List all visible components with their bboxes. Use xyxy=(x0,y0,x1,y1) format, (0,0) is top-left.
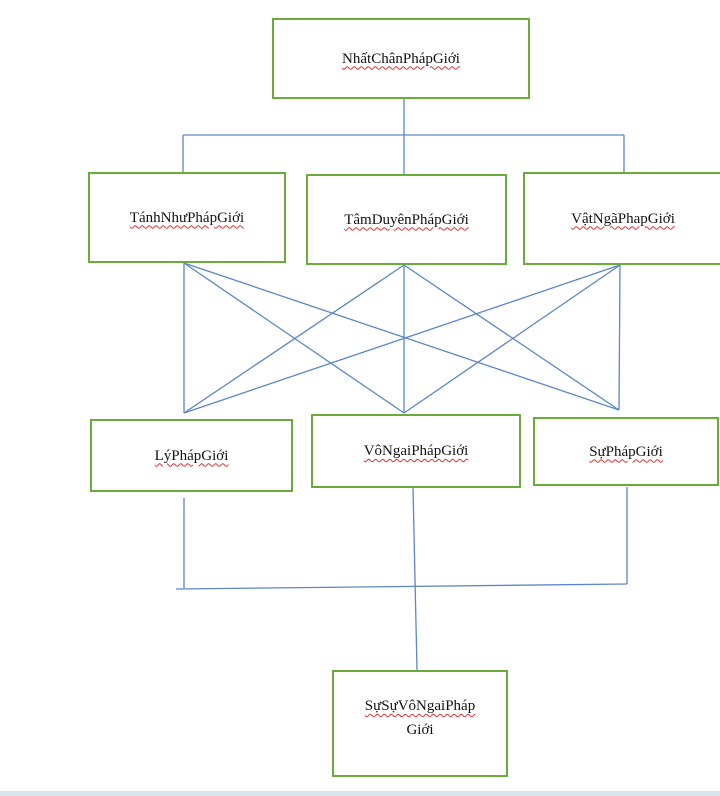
node-nhat-chan-phap-gioi: NhấtChânPhápGiới xyxy=(272,18,530,99)
node-label: TâmDuyênPhápGiới xyxy=(344,211,469,228)
node-label: SựPhápGiới xyxy=(589,443,663,460)
node-tam-duyen-phap-gioi: TâmDuyênPhápGiới xyxy=(306,174,507,265)
node-label: LýPhápGiới xyxy=(154,447,229,464)
connector-lc-down xyxy=(412,487,418,671)
connector-ml-lr xyxy=(183,262,620,411)
window-bottom-strip xyxy=(0,791,720,796)
connector-mr-lr xyxy=(618,264,621,411)
node-label-line-1: SựSựVôNgaiPháp xyxy=(364,698,476,714)
connector-mr-lc xyxy=(403,264,621,414)
node-ly-phap-gioi: LýPhápGiới xyxy=(90,419,293,492)
node-su-su-vo-ngai-phap-gioi: SựSựVôNgaiPháp Giới xyxy=(332,670,508,777)
connector-mc-ll xyxy=(183,264,405,414)
connector-mc-lr xyxy=(403,264,620,411)
node-vo-ngai-phap-gioi: VôNgaiPhápGiới xyxy=(311,414,521,488)
node-label-line-2: Giới xyxy=(406,722,434,738)
connector-ml-lc xyxy=(183,262,405,414)
node-label: VậtNgãPhapGiới xyxy=(571,210,675,227)
node-label: TánhNhưPhápGiới xyxy=(129,209,245,226)
connector-mr-ll xyxy=(183,264,621,414)
node-label: SựSựVôNgaiPháp Giới xyxy=(365,694,475,742)
node-label: VôNgaiPhápGiới xyxy=(363,443,469,459)
node-tanh-nhu-phap-gioi: TánhNhưPhápGiới xyxy=(88,172,286,263)
node-vat-nga-phap-gioi: VậtNgãPhapGiới xyxy=(523,172,720,265)
node-label: NhấtChânPhápGiới xyxy=(342,50,460,67)
connector-bottom-bar xyxy=(175,583,628,590)
node-su-phap-gioi: SựPhápGiới xyxy=(533,417,719,486)
